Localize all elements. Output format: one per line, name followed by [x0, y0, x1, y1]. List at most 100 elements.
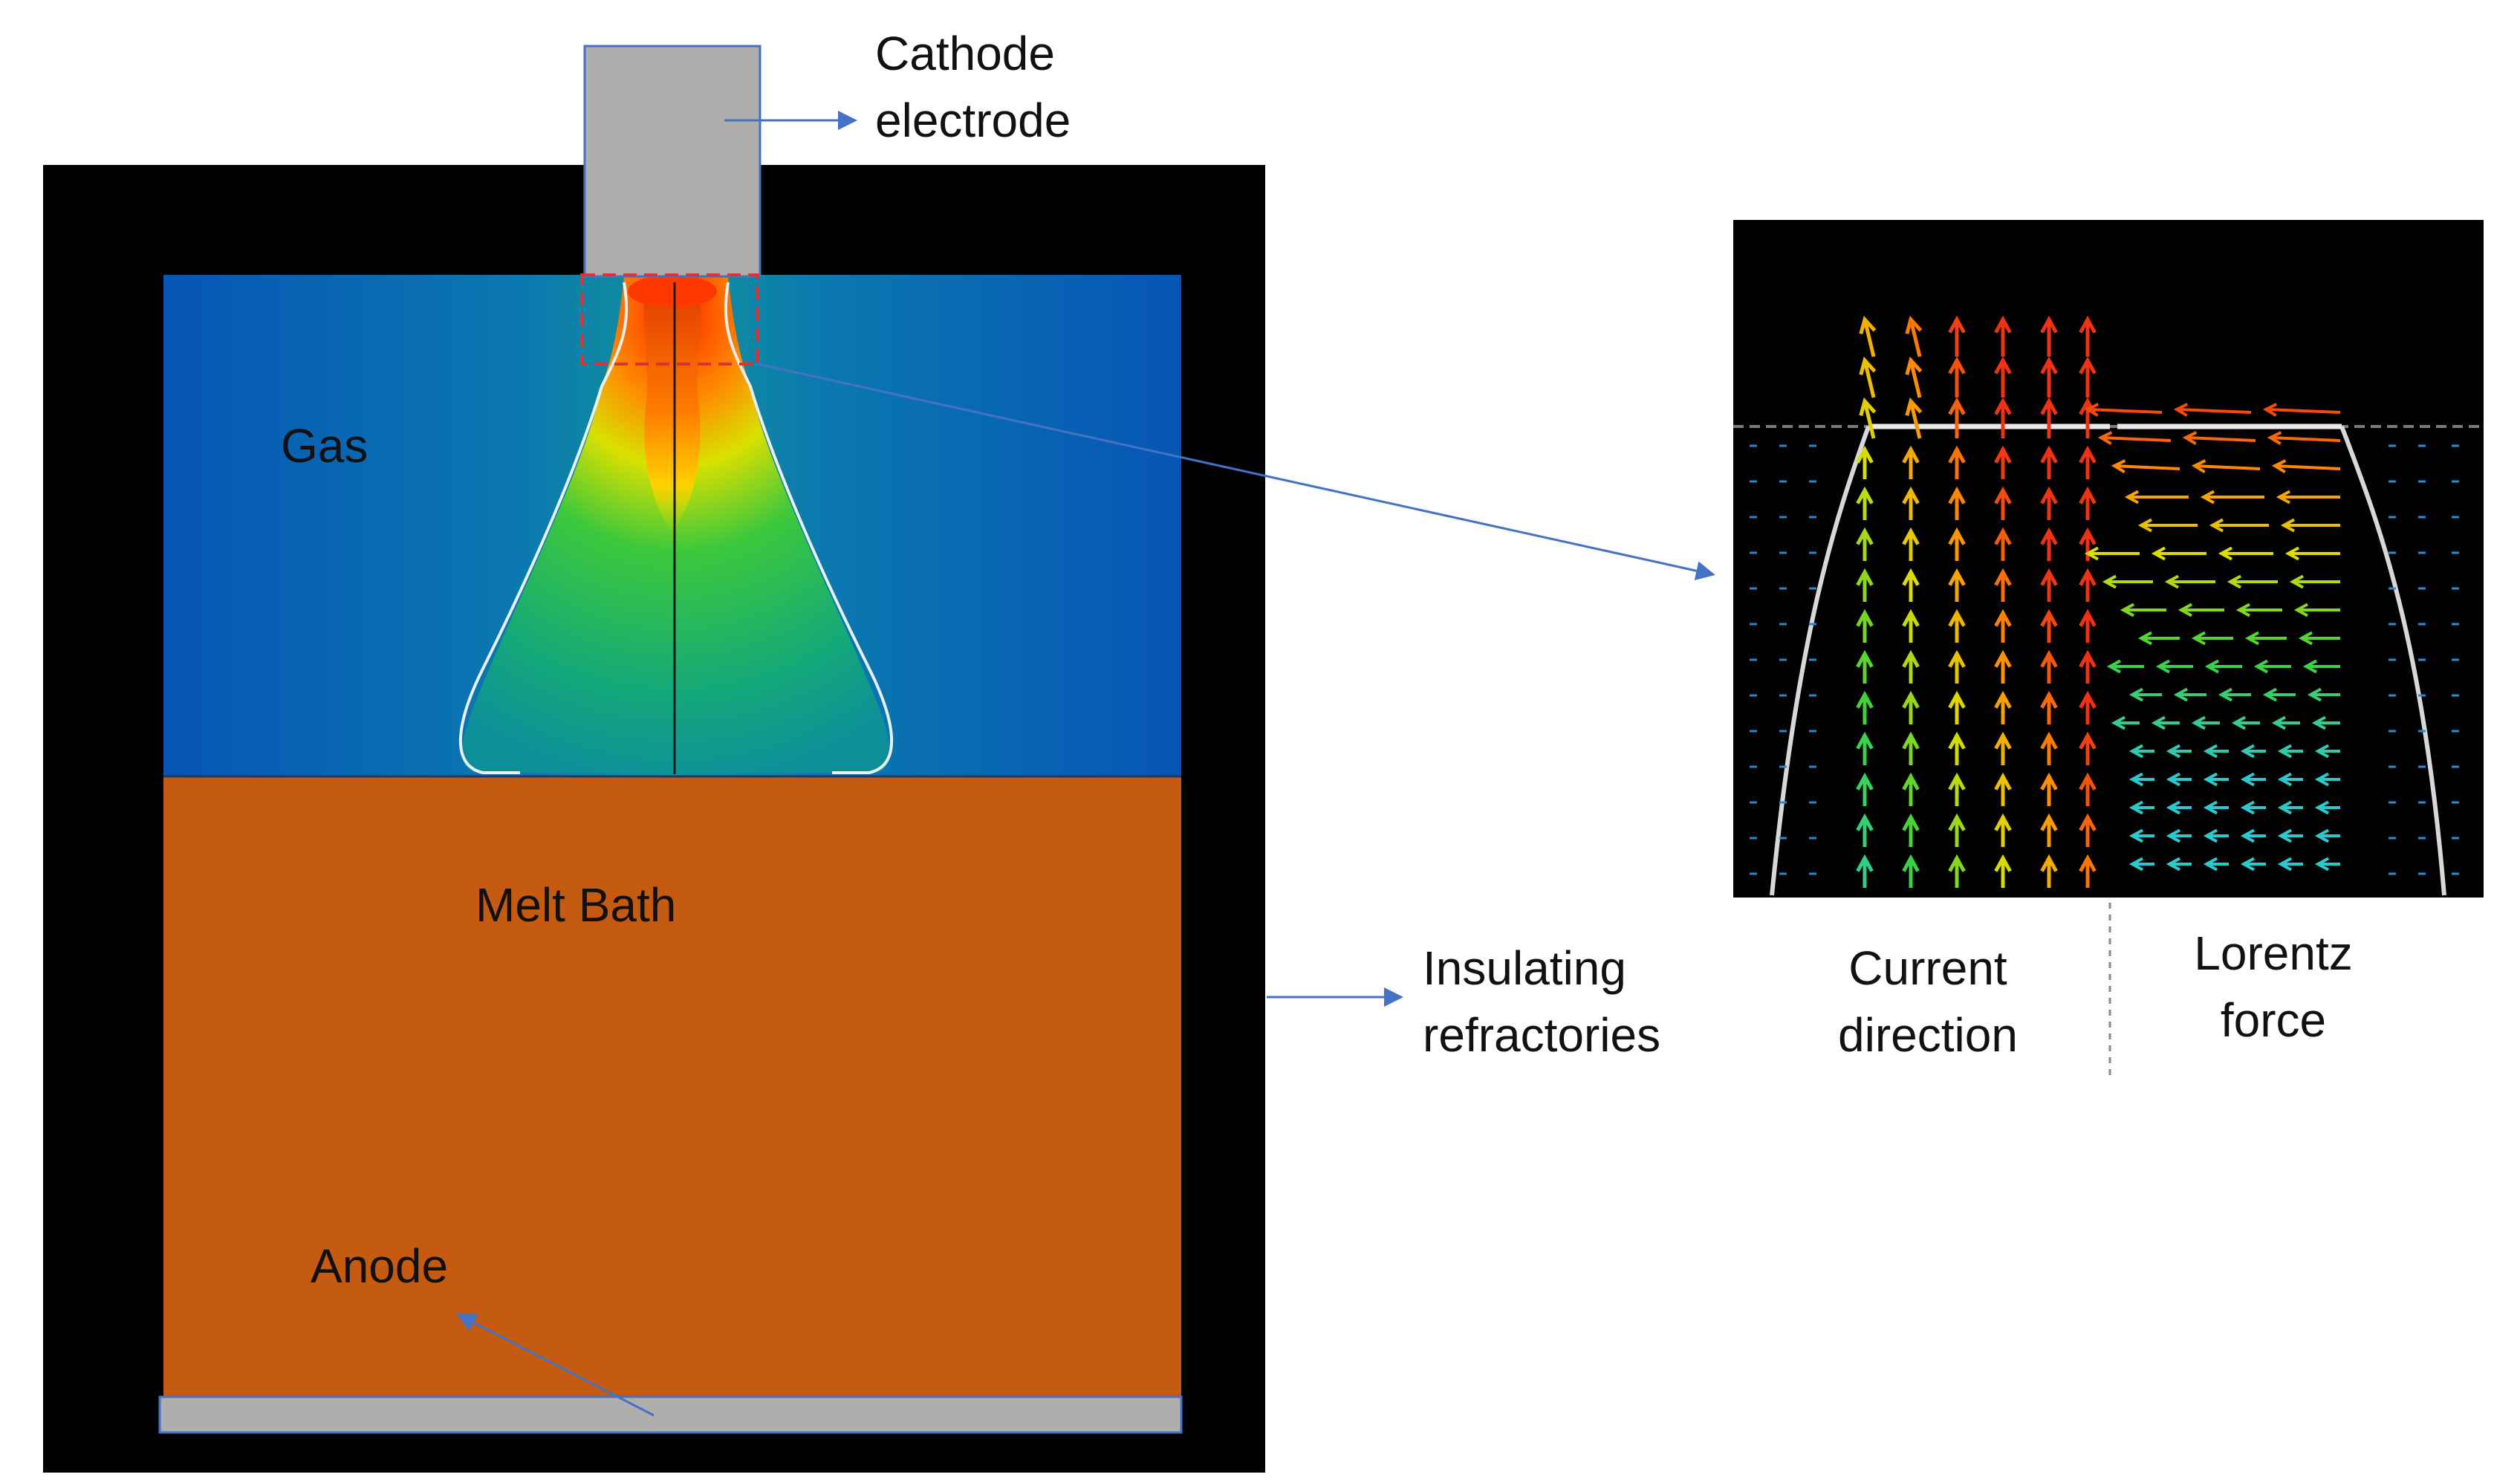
vector-arrowhead: [1994, 356, 2012, 374]
vector-arrowhead: [2084, 403, 2100, 417]
vector-arrowhead: [2079, 609, 2097, 627]
vector-arrowhead: [2240, 828, 2255, 843]
vector-arrowhead: [2204, 659, 2219, 674]
vector-arrowhead: [2040, 772, 2058, 791]
vector-arrowhead: [1948, 356, 1966, 374]
vector-arrowhead: [2166, 800, 2180, 815]
vector-arrowhead: [1905, 397, 1923, 416]
vector-arrowhead: [2128, 800, 2143, 815]
vector-arrowhead: [1948, 315, 1966, 334]
vector-arrowhead: [2040, 527, 2058, 545]
vector-arrowhead: [2040, 609, 2058, 627]
vector-arrowhead: [2079, 772, 2097, 791]
vector-arrowhead: [1994, 772, 2012, 791]
vector-arrow: [1863, 319, 1876, 357]
vector-arrowhead: [2302, 659, 2317, 674]
vector-arrowhead: [2203, 857, 2218, 872]
vector-arrowhead: [2293, 603, 2308, 617]
zoom-region-box: [580, 273, 759, 366]
vector-arrowhead: [1994, 609, 2012, 627]
vector-arrowhead: [2124, 490, 2139, 504]
vector-arrowhead: [2244, 631, 2259, 646]
vector-arrowhead: [2277, 828, 2292, 843]
vector-arrowhead: [2079, 649, 2097, 668]
zoom-connector-arrow: [757, 363, 1715, 580]
vector-arrowhead: [1994, 486, 2012, 504]
vector-arrowhead: [2128, 772, 2143, 787]
inset-background: [1733, 220, 2484, 898]
vector-arrowhead: [2271, 715, 2286, 730]
vector-arrowhead: [1902, 649, 1920, 668]
current-label-line1: Current: [1848, 941, 2007, 995]
vector-arrowhead: [1856, 772, 1874, 791]
vector-arrowhead: [2120, 603, 2134, 617]
lorentz-label-line1: Lorentz: [2194, 927, 2352, 980]
vector-arrowhead: [2079, 356, 2097, 374]
vector-arrow: [2265, 408, 2341, 414]
vector-arrowhead: [2253, 659, 2268, 674]
vector-arrowhead: [2079, 568, 2097, 586]
vector-arrowhead: [2203, 800, 2218, 815]
vector-arrowhead: [2191, 631, 2206, 646]
vector-arrowhead: [1994, 731, 2012, 750]
vector-arrowhead: [1856, 731, 1874, 750]
vector-arrowhead: [1859, 397, 1877, 416]
vector-arrowhead: [1856, 486, 1874, 504]
vector-arrowhead: [1994, 813, 2012, 831]
vector-arrowhead: [2040, 649, 2058, 668]
vector-arrowhead: [1902, 690, 1920, 709]
vector-arrow: [1909, 400, 1922, 439]
current-direction-vectors: [1856, 315, 2097, 888]
vector-arrowhead: [2240, 800, 2255, 815]
vector-arrowhead: [2271, 459, 2287, 474]
vector-arrowhead: [2128, 687, 2143, 702]
vector-arrowhead: [2209, 518, 2224, 533]
lorentz-label-line2: force: [2221, 993, 2326, 1047]
vector-arrowhead: [2314, 828, 2329, 843]
vector-arrowhead: [1859, 356, 1877, 375]
insulating-label-line1: Insulating: [1423, 941, 1626, 995]
vector-arrowhead: [2191, 715, 2206, 730]
vector-arrowhead: [2079, 445, 2097, 464]
vector-arrowhead: [2240, 744, 2255, 759]
vector-arrowhead: [2314, 744, 2329, 759]
current-label-line2: direction: [1838, 1008, 2018, 1062]
vector-arrowhead: [2235, 603, 2250, 617]
vector-arrowhead: [2203, 744, 2218, 759]
vector-arrowhead: [1948, 527, 1966, 545]
vector-arrowhead: [2277, 857, 2292, 872]
vector-arrowhead: [1856, 445, 1874, 464]
vector-arrowhead: [2231, 715, 2246, 730]
vector-arrowhead: [2106, 659, 2121, 674]
vector-arrowhead: [2314, 800, 2329, 815]
vector-arrowhead: [2284, 546, 2299, 561]
vector-arrowhead: [1902, 486, 1920, 504]
vector-arrowhead: [2307, 687, 2322, 702]
vector-arrow: [2087, 408, 2163, 414]
gas-label: Gas: [281, 419, 368, 473]
background-vectors: [1750, 444, 2459, 875]
vector-arrowhead: [1994, 445, 2012, 464]
vector-arrowhead: [1948, 854, 1966, 872]
vector-arrowhead: [2191, 459, 2206, 474]
vector-arrowhead: [1902, 609, 1920, 627]
vector-arrowhead: [2227, 574, 2241, 589]
vector-arrowhead: [2040, 690, 2058, 709]
vector-arrowhead: [2314, 772, 2329, 787]
arc-root: [628, 275, 717, 308]
vector-arrowhead: [2267, 431, 2282, 445]
vector-arrowhead: [2240, 857, 2255, 872]
vector-arrowhead: [2166, 828, 2180, 843]
vector-arrow: [2100, 436, 2172, 442]
vector-arrowhead: [2128, 857, 2143, 872]
vector-arrowhead: [1905, 356, 1923, 375]
vector-arrowhead: [2262, 687, 2277, 702]
vector-arrowhead: [2314, 857, 2329, 872]
vector-arrowhead: [2166, 772, 2180, 787]
vector-arrowhead: [2040, 854, 2058, 872]
vector-arrowhead: [2240, 772, 2255, 787]
vector-arrow: [1863, 400, 1876, 439]
vector-arrowhead: [2166, 857, 2180, 872]
vector-arrow: [1909, 319, 1922, 357]
